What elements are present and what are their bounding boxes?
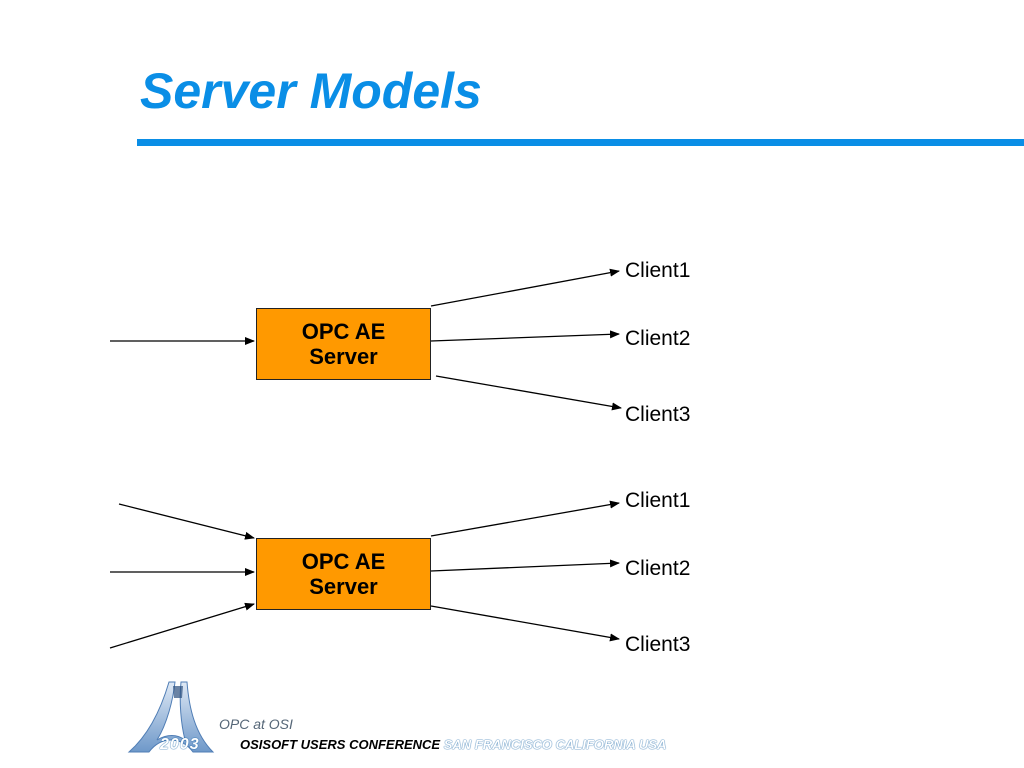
output-arrow-client2 — [430, 330, 620, 342]
client2-label: Client2 — [625, 557, 691, 580]
arch-logo-icon — [127, 681, 215, 753]
client1-label: Client1 — [625, 489, 691, 512]
server-label-line1: OPC AE — [301, 548, 386, 574]
client3-label: Client3 — [625, 633, 691, 656]
opc-ae-server-box: OPC AE Server — [256, 538, 431, 610]
output-arrow-client1 — [430, 268, 620, 307]
footer-year: 2003 — [160, 736, 200, 753]
server-label-line2: Server — [309, 344, 378, 369]
slide-title: Server Models — [140, 63, 482, 119]
client3-label: Client3 — [625, 403, 691, 426]
output-arrow-client3 — [430, 605, 620, 642]
output-arrow-client2 — [430, 559, 620, 572]
server-label-line1: OPC AE — [301, 318, 386, 344]
output-arrow-client1 — [430, 500, 620, 537]
server-label-line2: Server — [309, 574, 378, 599]
conference-location: SAN FRANCISCO CALIFORNIA USA — [443, 737, 667, 752]
title-underline — [137, 139, 1024, 146]
output-arrow-client3 — [435, 375, 622, 411]
input-arrow — [109, 602, 255, 649]
footer-caption: OPC at OSI — [219, 716, 293, 732]
input-arrow — [118, 503, 255, 540]
opc-ae-server-box: OPC AE Server — [256, 308, 431, 380]
footer-conference-line: OSISOFT USERS CONFERENCE SAN FRANCISCO C… — [240, 738, 666, 751]
conference-name: OSISOFT USERS CONFERENCE — [240, 737, 441, 752]
client2-label: Client2 — [625, 327, 691, 350]
client1-label: Client1 — [625, 259, 691, 282]
